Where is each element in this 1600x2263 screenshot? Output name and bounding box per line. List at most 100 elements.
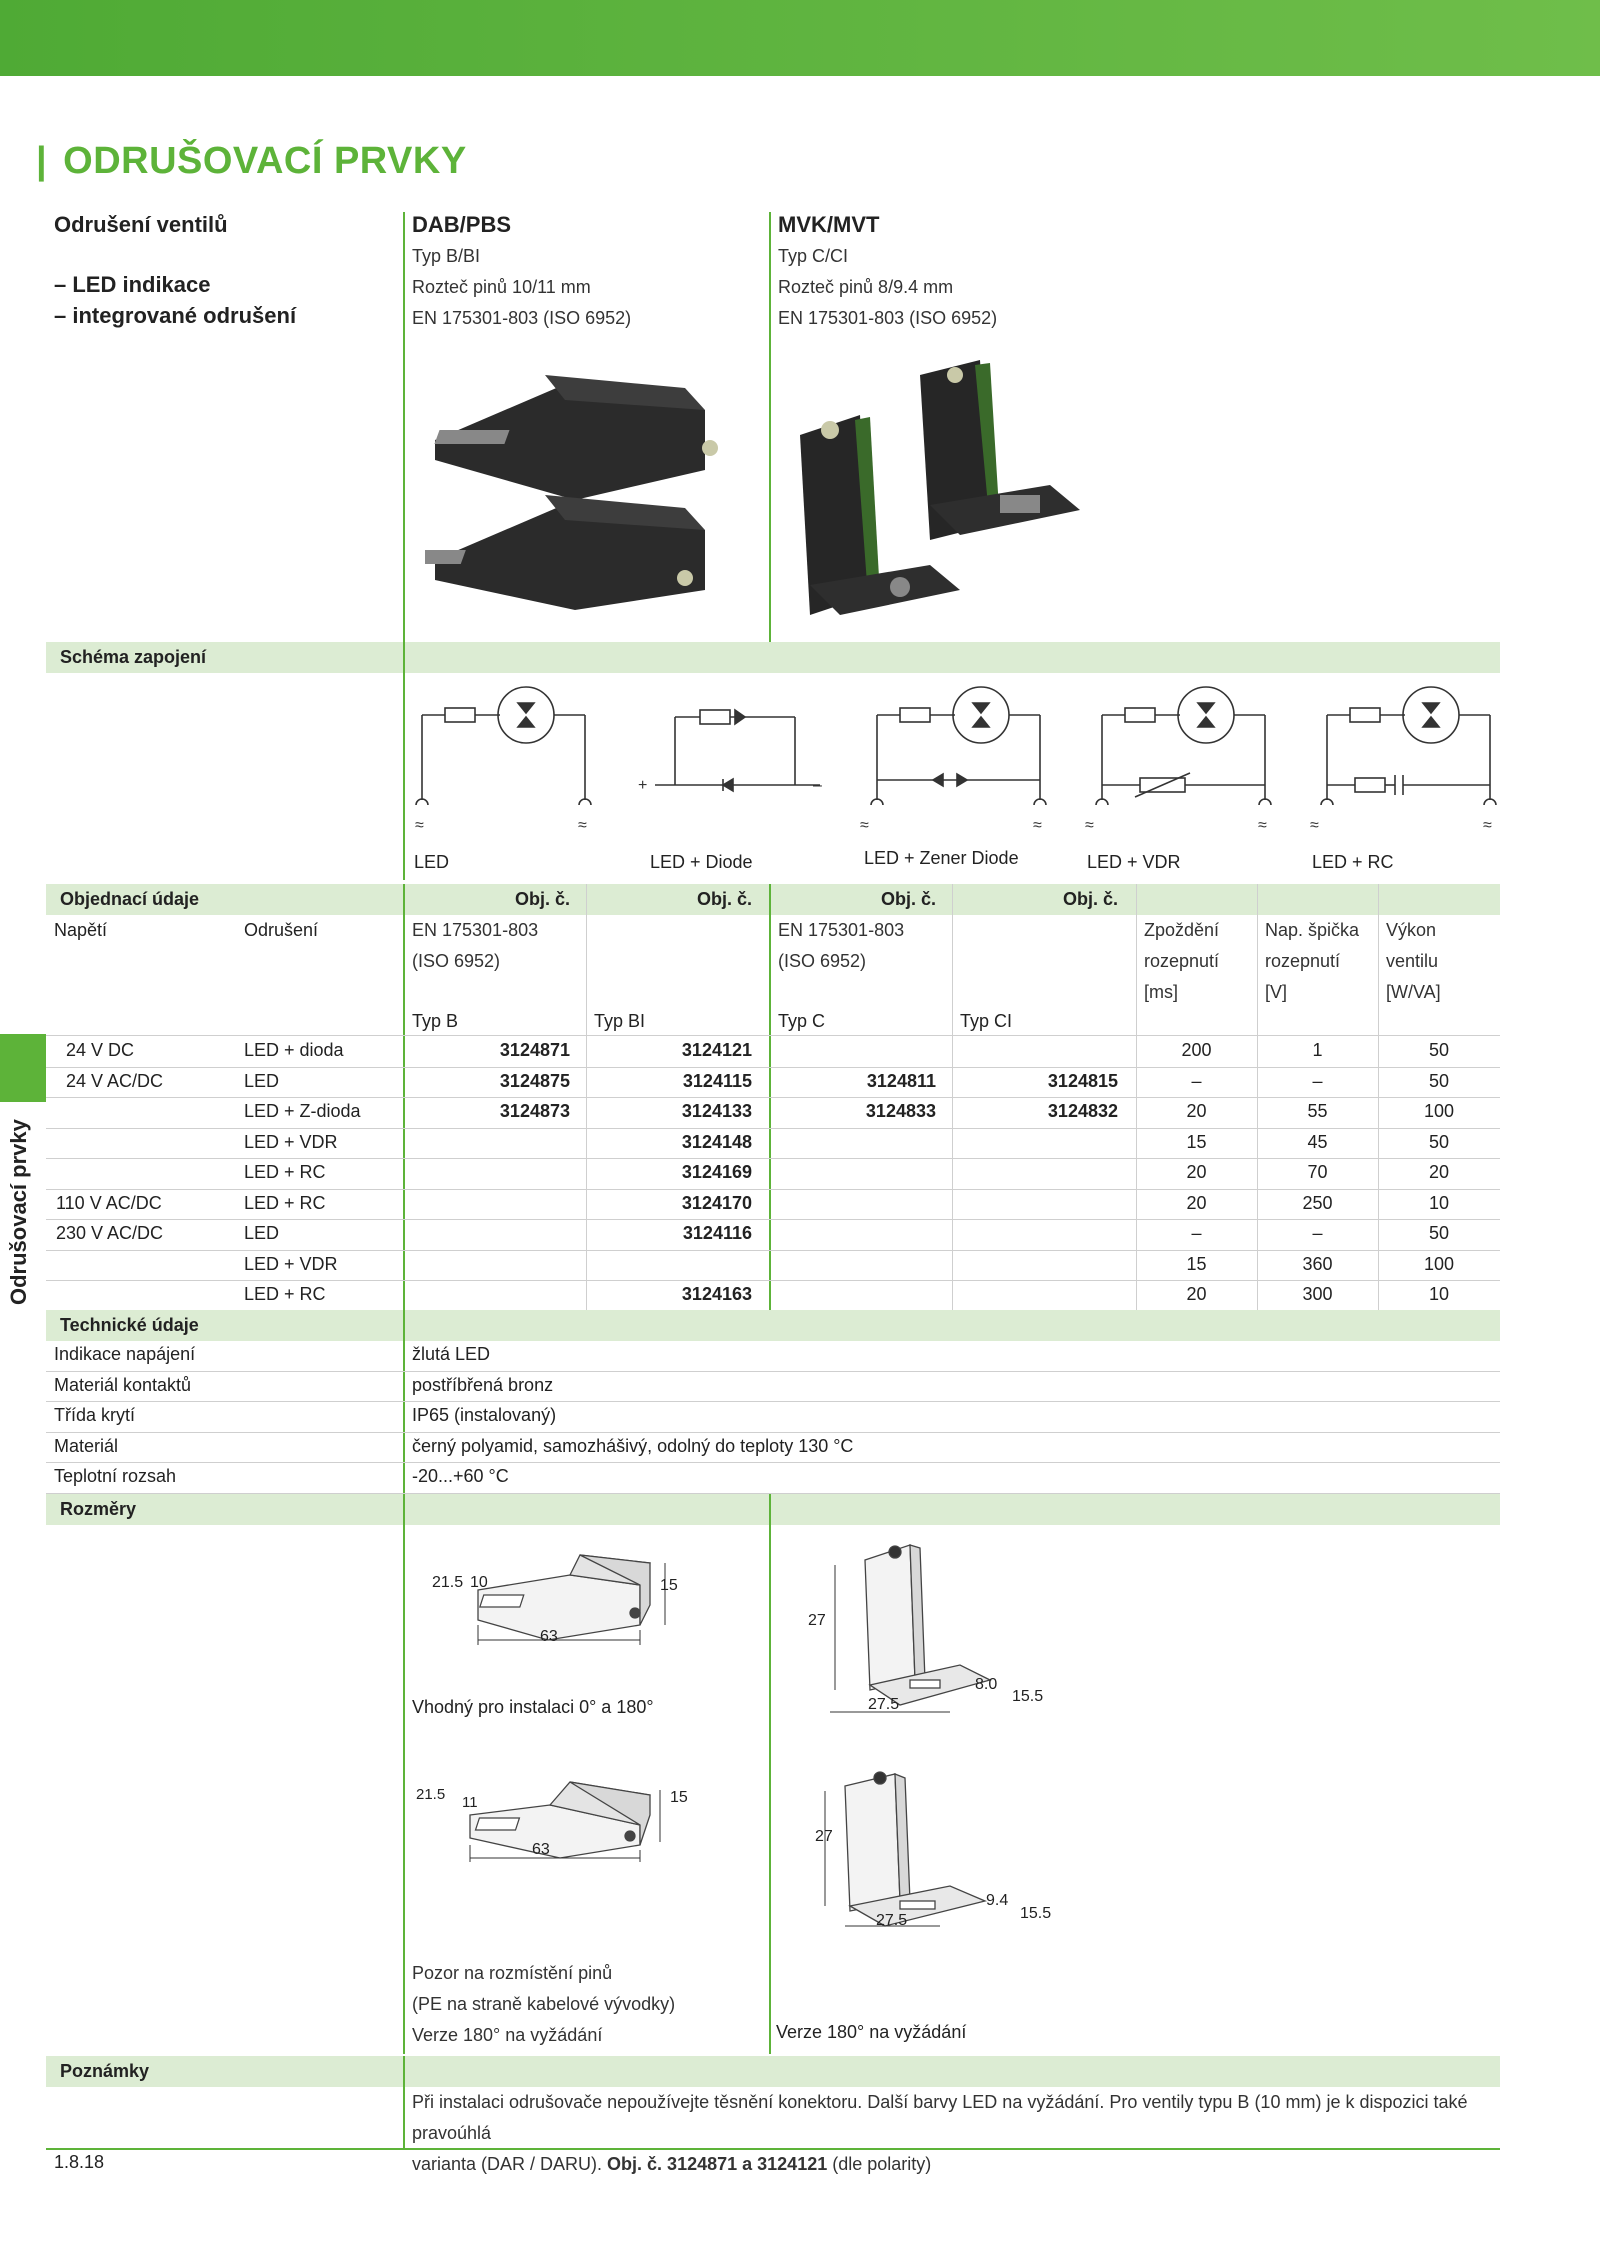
svg-text:≈: ≈	[1483, 817, 1492, 834]
row-obj-bi: 3124115	[682, 1070, 752, 1091]
tech-label: Teplotní rozsah	[54, 1466, 177, 1486]
col-std2: EN 175301-803(ISO 6952)	[778, 920, 905, 971]
svg-text:–: –	[813, 777, 822, 794]
dim-b-bottom-width: 21.5	[416, 1786, 446, 1803]
tech-value: postříbřená bronz	[412, 1374, 554, 1395]
row-obj-bi: 3124133	[681, 1101, 752, 1121]
row-delay: 20	[1186, 1192, 1207, 1213]
tech-label: Třída krytí	[54, 1405, 136, 1425]
row-voltage: 110 V AC/DC	[56, 1192, 162, 1213]
notes-text: Při instalaci odrušovače nepoužívejte tě…	[412, 2092, 1468, 2174]
row-delay: 20	[1186, 1101, 1207, 1121]
row-delay: 15	[1186, 1253, 1207, 1274]
row-suppression: LED + RC	[244, 1162, 326, 1182]
intro-heading: Odrušení ventilů	[54, 212, 228, 237]
row-delay: 20	[1186, 1284, 1207, 1304]
dim-c-top-pin: 8.0	[975, 1676, 998, 1693]
table-row-divider	[46, 1066, 1500, 1068]
dim-b-bottom-length: 63	[532, 1841, 550, 1858]
row-suppression: LED + RC	[244, 1284, 326, 1304]
tech-row-divider	[46, 1462, 1500, 1463]
dim-note-pins: Pozor na rozmístění pinů (PE na straně k…	[412, 1963, 676, 2045]
svg-text:≈: ≈	[1085, 817, 1094, 834]
row-peak: 360	[1302, 1253, 1333, 1274]
section-wiring: Schéma zapojení	[46, 642, 1500, 673]
col-voltage: Napětí	[54, 920, 108, 940]
wiring-diagrams: ≈≈ +– ≈≈ ≈≈ ≈≈	[415, 686, 1497, 834]
obj-header-b: Obj. č.	[514, 889, 570, 909]
row-obj-b: 3124873	[499, 1101, 570, 1121]
product-dab-name: DAB/PBS	[412, 212, 512, 237]
table-row-divider	[46, 1280, 1500, 1281]
tech-value: -20...+60 °C	[412, 1466, 509, 1486]
row-voltage: 24 V AC/DC	[66, 1070, 164, 1091]
row-peak: –	[1312, 1223, 1323, 1243]
page-title: |ODRUŠOVACÍ PRVKY	[36, 140, 467, 182]
row-suppression: LED + RC	[244, 1192, 326, 1213]
dim-drawing-c-bottom	[824, 1771, 988, 1927]
green-divider-2	[769, 212, 771, 642]
table-row-divider	[46, 1097, 1500, 1098]
tech-label: Materiál kontaktů	[54, 1374, 192, 1395]
tech-value: žlutá LED	[412, 1344, 491, 1364]
row-delay: 200	[1181, 1040, 1212, 1060]
tech-row-divider	[46, 1431, 1500, 1433]
tech-row-divider	[46, 1492, 1500, 1494]
green-divider-tech	[403, 1310, 405, 1496]
row-obj-bi: 3124148	[681, 1131, 752, 1152]
row-obj-c: 3124833	[865, 1101, 936, 1121]
row-obj-bi: 3124121	[681, 1040, 752, 1060]
col-type-c: Typ C	[778, 1011, 826, 1031]
side-tab-marker	[0, 1034, 46, 1102]
col-std1: EN 175301-803(ISO 6952)	[412, 920, 539, 971]
table-row-divider	[46, 1188, 1500, 1190]
wiring-label-led-diode: LED + Diode	[650, 852, 753, 872]
dim-drawing-b-top	[477, 1554, 666, 1645]
dim-c-top-depth: 15.5	[1012, 1688, 1044, 1705]
green-divider-notes	[403, 2056, 405, 2148]
row-voltage: 24 V DC	[66, 1040, 135, 1060]
row-delay: 15	[1186, 1131, 1207, 1152]
dab-connector-photo	[425, 375, 718, 610]
row-power: 20	[1428, 1162, 1450, 1182]
dim-b-top-pin: 10	[470, 1574, 488, 1591]
svg-text:≈: ≈	[860, 817, 869, 834]
dim-b-top-width: 21.5	[432, 1574, 464, 1591]
dim-note-c: Verze 180° na vyžádání	[776, 2022, 967, 2042]
col-type-ci: Typ CI	[960, 1011, 1013, 1031]
notes-bottom-line	[46, 2148, 1500, 2150]
dim-c-bottom-pin: 9.4	[986, 1892, 1009, 1909]
row-peak: 250	[1302, 1192, 1333, 1213]
tech-value: černý polyamid, samozhášivý, odolný do t…	[412, 1435, 854, 1456]
row-voltage: 230 V AC/DC	[56, 1223, 164, 1243]
top-green-bar	[0, 0, 1600, 76]
row-power: 50	[1428, 1070, 1450, 1091]
row-power: 50	[1428, 1040, 1450, 1060]
row-obj-bi: 3124163	[681, 1284, 752, 1304]
row-power: 100	[1423, 1101, 1455, 1121]
dim-b-top-height: 15	[660, 1577, 678, 1594]
dim-c-top-width: 27.5	[868, 1696, 900, 1713]
row-suppression: LED + dioda	[244, 1040, 344, 1060]
dim-b-bottom-height: 15	[670, 1789, 688, 1806]
row-peak: 1	[1312, 1040, 1323, 1060]
tech-value: IP65 (instalovaný)	[412, 1405, 557, 1425]
product-mvk-info: Typ C/CI Rozteč pinů 8/9.4 mm EN 175301-…	[778, 246, 998, 328]
svg-text:≈: ≈	[1033, 817, 1042, 834]
section-dims: Rozměry	[46, 1494, 1500, 1525]
row-power: 10	[1428, 1284, 1450, 1304]
green-divider-wiring	[403, 642, 405, 880]
tech-row-divider	[46, 1370, 1500, 1372]
row-power: 50	[1428, 1131, 1450, 1152]
green-divider-1	[403, 212, 405, 642]
tech-row-divider	[46, 1401, 1500, 1402]
table-row-divider	[46, 1127, 1500, 1129]
row-obj-c: 3124811	[866, 1070, 936, 1091]
row-peak: 55	[1307, 1101, 1328, 1121]
row-obj-ci: 3124815	[1047, 1070, 1118, 1091]
wiring-label-led-vdr: LED + VDR	[1087, 852, 1181, 872]
side-label: Odrušovací prvky	[6, 1119, 31, 1305]
